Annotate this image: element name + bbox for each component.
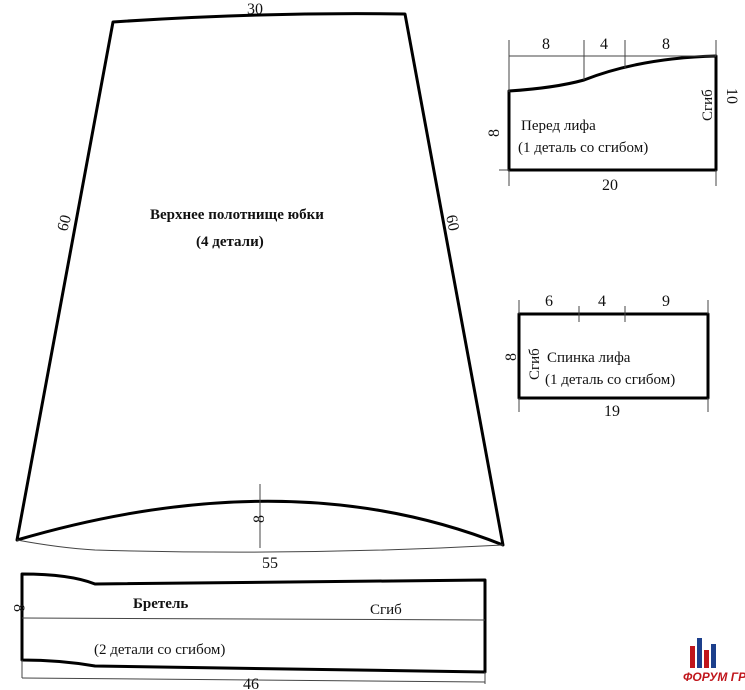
bodice-back-label: Спинка лифа <box>547 350 631 366</box>
bodice-front-panel: 8 4 8 20 8 10 Сгиб Перед лифа (1 деталь … <box>486 36 740 194</box>
bodice-front-sublabel: (1 деталь со сгибом) <box>518 140 648 156</box>
bodice-front-fold-label: Сгиб <box>700 89 716 121</box>
skirt-dim-top: 30 <box>247 1 263 18</box>
skirt-label: Верхнее полотнище юбки <box>150 207 324 223</box>
logo-bar-red <box>690 646 695 668</box>
bodice-back-outline <box>517 312 710 400</box>
bodice-back-dim-top-3: 9 <box>662 293 670 310</box>
skirt-hem-line <box>16 539 504 553</box>
logo-text: ФОРУМ ГРАД <box>683 670 745 684</box>
strap-dim-line-bottom <box>21 677 486 683</box>
bodice-front-dim-top-3: 8 <box>662 36 670 53</box>
strap-panel: 8 46 Бретель Сгиб (2 детали со сгибом) <box>10 572 487 690</box>
bodice-back-dim-left: 8 <box>503 353 520 361</box>
bodice-front-dim-left: 8 <box>486 129 503 137</box>
bodice-back-fold-label: Сгиб <box>527 348 543 380</box>
bodice-front-dim-right: 10 <box>723 88 740 104</box>
strap-label: Бретель <box>133 596 188 612</box>
skirt-outline <box>15 12 505 547</box>
bodice-front-label: Перед лифа <box>521 118 596 134</box>
logo-bar-blue <box>697 638 702 668</box>
bodice-back-panel: 6 4 9 19 8 Сгиб Спинка лифа (1 деталь со… <box>503 293 710 420</box>
bodice-back-dim-bottom: 19 <box>604 403 620 420</box>
skirt-dim-bottom: 55 <box>262 555 278 572</box>
skirt-dim-right: 60 <box>442 213 462 232</box>
bodice-back-sublabel: (1 деталь со сгибом) <box>545 372 675 388</box>
bodice-back-dim-top-1: 6 <box>545 293 553 310</box>
strap-sublabel: (2 детали со сгибом) <box>94 642 225 658</box>
logo-bar-red-2 <box>704 650 709 668</box>
forum-grad-logo: ФОРУМ ГРАД <box>683 638 745 684</box>
bodice-front-dim-top-2: 4 <box>600 36 608 53</box>
bodice-front-dim-top-1: 8 <box>542 36 550 53</box>
bodice-front-dim-bottom: 20 <box>602 177 618 194</box>
strap-outline <box>20 572 487 674</box>
skirt-sublabel: (4 детали) <box>196 234 264 250</box>
logo-bar-blue-2 <box>711 644 716 668</box>
skirt-dim-hem-depth: 8 <box>251 515 268 523</box>
strap-dim-bottom: 46 <box>243 676 259 690</box>
skirt-dim-left: 60 <box>54 213 75 233</box>
bodice-back-dim-top-2: 4 <box>598 293 606 310</box>
strap-fold-line <box>21 617 486 621</box>
strap-fold-label: Сгиб <box>370 602 402 618</box>
skirt-panel: 30 60 60 55 8 Верхнее полотнище юбки (4 … <box>15 1 505 572</box>
strap-dim-left: 8 <box>10 604 27 612</box>
